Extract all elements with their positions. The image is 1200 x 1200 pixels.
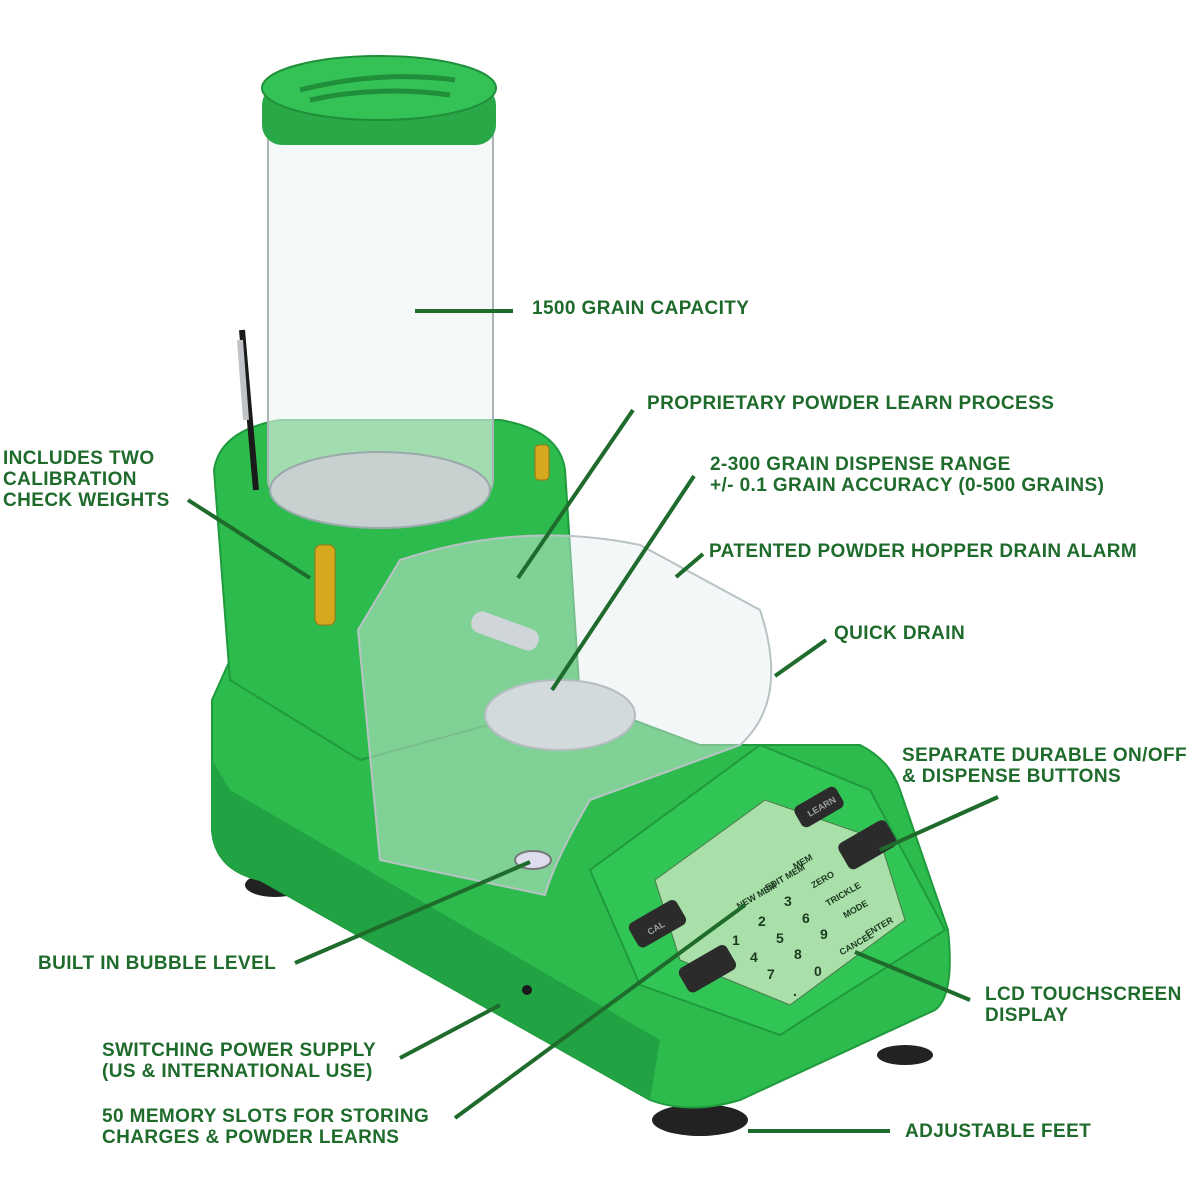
leader-lines — [186, 309, 999, 1133]
callout-range: 2-300 GRAIN DISPENSE RANGE+/- 0.1 GRAIN … — [710, 454, 1104, 496]
power-button — [678, 945, 737, 993]
leader-alarm — [674, 552, 705, 579]
lid-top — [261, 55, 497, 121]
callout-text: ADJUSTABLE FEET — [905, 1121, 1092, 1142]
leader-level — [294, 860, 531, 965]
key-2: 2 — [758, 913, 766, 929]
clear-cover — [356, 534, 773, 897]
callout-text: PROPRIETARY POWDER LEARN PROCESS — [647, 393, 1055, 414]
callout-learn: PROPRIETARY POWDER LEARN PROCESS — [647, 393, 1054, 414]
key-7: 7 — [767, 966, 775, 982]
key-3: 3 — [784, 893, 792, 909]
key-dot: . — [793, 983, 797, 999]
callout-text: DISPLAY — [985, 1005, 1069, 1026]
drain-tube — [471, 611, 539, 651]
callout-text: 2-300 GRAIN DISPENSE RANGE — [710, 454, 1011, 475]
callout-text: SEPARATE DURABLE ON/OFF — [902, 745, 1188, 766]
leader-buttons — [879, 795, 999, 852]
base-side-shade — [212, 760, 660, 1100]
lid-slots — [299, 74, 456, 103]
key-0: 0 — [814, 963, 822, 979]
leader-memory — [453, 903, 747, 1120]
key-5: 5 — [776, 930, 784, 946]
key-8: 8 — [794, 946, 802, 962]
dispense-button — [838, 820, 897, 870]
callout-text: PATENTED POWDER HOPPER DRAIN ALARM — [709, 541, 1138, 562]
callout-capacity: 1500 GRAIN CAPACITY — [532, 298, 749, 319]
callout-text: SWITCHING POWER SUPPLY — [102, 1040, 377, 1061]
callout-text: 1500 GRAIN CAPACITY — [532, 298, 750, 319]
callout-level: BUILT IN BUBBLE LEVEL — [38, 953, 276, 974]
leader-weights — [186, 498, 312, 580]
leader-range — [550, 474, 696, 692]
hopper-cylinder — [267, 109, 494, 501]
callout-text: CHECK WEIGHTS — [3, 490, 170, 511]
callout-text: & DISPENSE BUTTONS — [902, 766, 1122, 787]
leader-learn — [516, 408, 635, 580]
cal-button — [628, 900, 687, 948]
brush-ferrule — [237, 339, 249, 421]
callout-text: LCD TOUCHSCREEN — [985, 984, 1182, 1005]
check-weight-right — [534, 444, 550, 481]
callout-alarm: PATENTED POWDER HOPPER DRAIN ALARM — [709, 541, 1137, 562]
power-jack — [522, 985, 532, 995]
callout-text: 50 MEMORY SLOTS FOR STORING — [102, 1106, 430, 1127]
check-weight-left — [314, 544, 336, 626]
callout-text: BUILT IN BUBBLE LEVEL — [38, 953, 277, 974]
learn-button — [794, 786, 844, 828]
callout-text: QUICK DRAIN — [834, 623, 966, 644]
callout-text: CHARGES & POWDER LEARNS — [102, 1127, 400, 1148]
key-4: 4 — [750, 949, 758, 965]
brush-handle — [239, 329, 259, 491]
leader-drain — [773, 638, 828, 678]
callout-text: (US & INTERNATIONAL USE) — [102, 1061, 373, 1082]
leader-power — [399, 1003, 501, 1060]
callout-text: +/- 0.1 GRAIN ACCURACY (0-500 GRAINS) — [710, 475, 1105, 496]
key-9: 9 — [820, 926, 828, 942]
hopper-bottom — [269, 451, 491, 529]
callout-power: SWITCHING POWER SUPPLY(US & INTERNATIONA… — [102, 1040, 376, 1082]
callout-text: CALIBRATION — [3, 469, 137, 490]
callout-text: INCLUDES TWO — [3, 448, 155, 469]
leader-lcd — [854, 950, 971, 1002]
key-1: 1 — [732, 932, 740, 948]
foot-right — [877, 1045, 933, 1065]
key-6: 6 — [802, 910, 810, 926]
callout-buttons: SEPARATE DURABLE ON/OFF& DISPENSE BUTTON… — [902, 745, 1187, 787]
callout-feet: ADJUSTABLE FEET — [905, 1121, 1091, 1142]
callout-drain: QUICK DRAIN — [834, 623, 965, 644]
foot-front — [652, 1104, 748, 1136]
